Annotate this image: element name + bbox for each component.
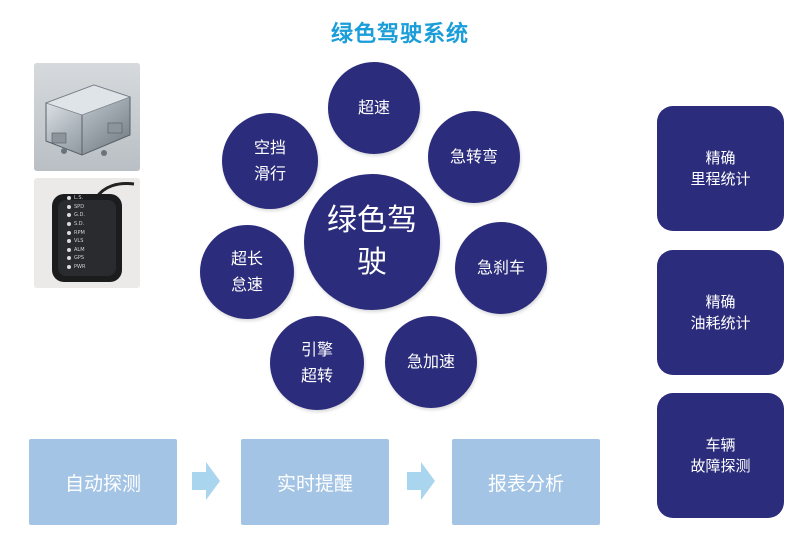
indicator-label: RPM — [67, 228, 105, 237]
led-dot-icon — [67, 230, 71, 235]
indicator-label: GPS — [67, 254, 105, 263]
behavior-rapid-accel: 急加速 — [385, 316, 477, 408]
feature-box-fuel: 精确 油耗统计 — [657, 250, 784, 375]
device-photo-aluminum-box — [34, 63, 140, 171]
center-label: 绿色驾 驶 — [327, 203, 417, 280]
behavior-engine-overspeed: 引擎 超转 — [270, 316, 364, 410]
led-dot-icon — [67, 256, 71, 261]
behavior-sharp-turn: 急转弯 — [428, 111, 520, 203]
flow-step-auto-detect: 自动探测 — [29, 439, 177, 525]
led-dot-icon — [67, 247, 71, 252]
indicator-text: L.S. — [74, 195, 84, 202]
led-dot-icon — [67, 265, 71, 270]
feature-label: 精确 里程统计 — [690, 148, 751, 188]
indicator-label: G.D. — [67, 211, 105, 220]
led-dot-icon — [67, 239, 71, 244]
behavior-long-idle: 超长 怠速 — [200, 225, 294, 319]
behavior-label: 急刹车 — [476, 258, 525, 277]
led-dot-icon — [67, 213, 71, 218]
feature-box-diagnosis: 车辆 故障探测 — [657, 393, 784, 518]
flow-arrow-icon — [407, 462, 435, 500]
behavior-label: 急转弯 — [449, 147, 498, 166]
behavior-neutral-coasting: 空挡 滑行 — [222, 113, 318, 209]
feature-label: 精确 油耗统计 — [690, 292, 751, 332]
flow-step-realtime-alert: 实时提醒 — [241, 439, 389, 525]
behavior-label: 引擎 超转 — [300, 340, 333, 385]
behavior-label: 超速 — [357, 98, 390, 117]
black-box-illustration — [52, 182, 135, 282]
behavior-label: 急加速 — [406, 352, 455, 371]
flow-step-report-analysis: 报表分析 — [452, 439, 600, 525]
indicator-label: S.D. — [67, 220, 105, 229]
led-dot-icon — [67, 196, 71, 201]
indicator-label: L.S. — [67, 194, 105, 203]
indicator-text: G.D. — [74, 212, 85, 219]
indicator-text: GPS — [74, 255, 85, 262]
center-green-driving: 绿色驾 驶 — [304, 174, 440, 310]
flow-arrow-icon — [192, 462, 220, 500]
indicator-label: PWR — [67, 263, 105, 272]
indicator-label: ALM — [67, 246, 105, 255]
indicator-text: VLS — [74, 238, 84, 245]
diagram-title: 绿色驾驶系统 — [330, 22, 469, 47]
indicator-text: ALM — [74, 246, 85, 253]
indicator-text: PWR — [74, 264, 86, 271]
feature-box-mileage: 精确 里程统计 — [657, 106, 784, 231]
led-dot-icon — [67, 204, 71, 209]
behavior-hard-brake: 急刹车 — [455, 222, 547, 314]
indicator-text: RPM — [74, 229, 85, 236]
device-photo-black-box — [34, 178, 140, 288]
indicator-text: SPD — [74, 203, 85, 210]
led-dot-icon — [67, 222, 71, 227]
feature-label: 车辆 故障探测 — [690, 435, 751, 475]
behavior-speeding: 超速 — [328, 62, 420, 154]
behavior-label: 空挡 滑行 — [253, 138, 286, 183]
aluminum-box-illustration — [34, 63, 140, 171]
indicator-label: VLS — [67, 237, 105, 246]
indicator-label: SPD — [67, 203, 105, 212]
behavior-label: 超长 怠速 — [230, 249, 263, 294]
indicator-text: S.D. — [74, 221, 85, 228]
